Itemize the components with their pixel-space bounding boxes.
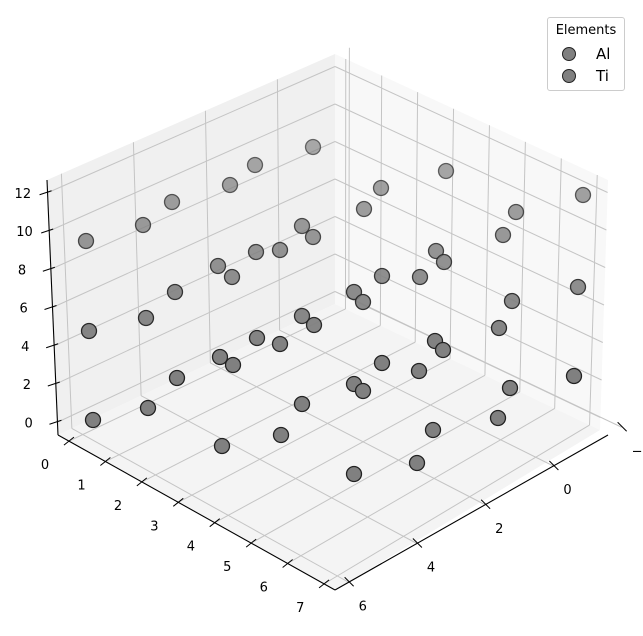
x-tick-label: 6: [260, 580, 268, 595]
x-tick-label: 0: [41, 458, 49, 473]
data-point-al: [569, 278, 587, 296]
data-point-al: [410, 362, 428, 380]
data-point-al: [565, 367, 583, 385]
z-tick-label: 6: [20, 302, 28, 317]
data-point-ti: [437, 162, 455, 180]
data-point-al: [211, 348, 229, 366]
data-point-al: [354, 382, 372, 400]
data-point-al: [271, 335, 289, 353]
y-tick-label: 4: [427, 561, 435, 576]
data-point-ti: [246, 156, 264, 174]
data-point-ti: [373, 354, 391, 372]
data-point-al: [84, 411, 102, 429]
x-tick-label: 4: [187, 540, 195, 555]
data-point-al: [137, 309, 155, 327]
legend-item-al: Al: [562, 44, 610, 64]
data-point-al: [293, 395, 311, 413]
data-point-ti: [435, 253, 453, 271]
data-point-ti: [355, 200, 373, 218]
data-point-al: [490, 319, 508, 337]
data-point-ti: [134, 216, 152, 234]
data-point-ti: [271, 241, 289, 259]
data-point-al: [272, 426, 290, 444]
data-point-al: [80, 322, 98, 340]
data-point-al: [354, 293, 372, 311]
right-pane: [335, 54, 608, 430]
x-axis-line: [57, 434, 336, 591]
x-tick-label: 7: [296, 601, 304, 616]
data-point-ti: [209, 257, 227, 275]
x-tick-label: 1: [77, 479, 85, 494]
axes-panes: [47, 54, 608, 590]
data-point-ti: [166, 283, 184, 301]
data-point-ti: [305, 316, 323, 334]
y-tick-label: −2: [632, 444, 643, 459]
x-tick-label: 3: [150, 519, 158, 534]
data-point-ti: [373, 267, 391, 285]
data-point-ti: [247, 243, 265, 261]
data-point-ti: [304, 138, 322, 156]
data-point-al: [489, 409, 507, 427]
data-point-ti: [223, 268, 241, 286]
data-point-al: [213, 437, 231, 455]
z-tick-label: 8: [18, 263, 26, 278]
y-tick-label: 6: [359, 599, 367, 614]
data-point-ti: [168, 369, 186, 387]
data-point-al: [503, 292, 521, 310]
data-point-al: [139, 399, 157, 417]
legend-label: Al: [596, 45, 611, 63]
legend-item-ti: Ti: [562, 66, 609, 86]
data-point-al: [293, 307, 311, 325]
data-point-ti: [574, 186, 592, 204]
legend: Elements Al Ti: [547, 17, 625, 91]
data-point-ti: [345, 283, 363, 301]
z-tick-label: 0: [24, 416, 32, 431]
data-points: [77, 138, 592, 483]
data-point-ti: [372, 179, 390, 197]
data-point-ti: [224, 356, 242, 374]
z-tick-label: 4: [21, 340, 29, 355]
data-point-ti: [163, 193, 181, 211]
data-point-ti: [494, 226, 512, 244]
circle-marker-icon: [562, 47, 576, 61]
y-axis-line: [334, 434, 609, 591]
data-point-ti: [248, 329, 266, 347]
data-point-al: [345, 465, 363, 483]
x-tick-label: 5: [223, 560, 231, 575]
legend-title: Elements: [555, 23, 617, 38]
data-point-ti: [293, 217, 311, 235]
data-point-ti: [507, 203, 525, 221]
y-tick-label: 0: [563, 483, 571, 498]
data-point-al: [501, 379, 519, 397]
data-point-ti: [221, 176, 239, 194]
gridlines: [47, 47, 622, 585]
y-tick-label: 2: [495, 522, 503, 537]
x-tick-label: 2: [114, 499, 122, 514]
z-axis-line: [46, 179, 59, 436]
floor-pane: [58, 304, 600, 590]
data-point-al: [408, 454, 426, 472]
data-point-ti: [304, 228, 322, 246]
data-point-ti: [77, 232, 95, 250]
axis-lines: [46, 179, 609, 591]
data-point-ti: [427, 242, 445, 260]
data-point-ti: [434, 341, 452, 359]
z-tick-label: 10: [16, 225, 33, 240]
data-point-ti: [411, 268, 429, 286]
z-tick-label: 12: [15, 187, 32, 202]
data-point-al: [424, 421, 442, 439]
z-tick-label: 2: [23, 378, 31, 393]
circle-marker-icon: [562, 69, 576, 83]
legend-label: Ti: [596, 67, 609, 85]
